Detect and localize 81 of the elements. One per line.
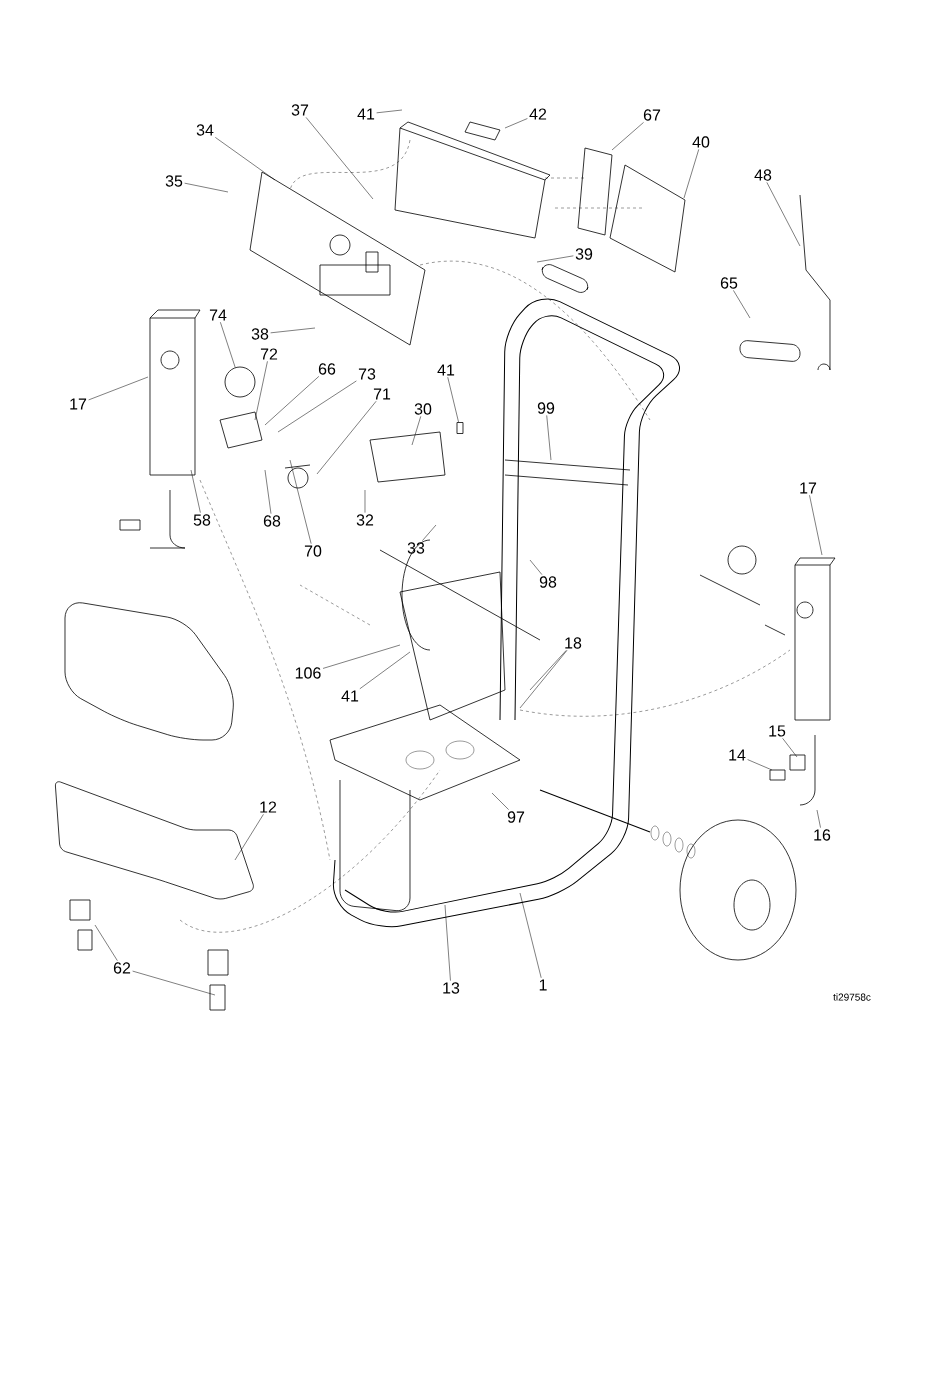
pressure-gauge-drawing: [224, 366, 256, 398]
callout-number: 71: [373, 388, 391, 400]
callout-number: 62: [113, 962, 131, 974]
leader-line: [529, 559, 543, 575]
leader-line: [491, 792, 509, 810]
leader-line: [264, 469, 272, 514]
leader-line: [747, 759, 773, 771]
callout-number: 41: [341, 690, 359, 702]
callout-number: 99: [537, 402, 555, 414]
leader-line: [94, 924, 118, 961]
leader-line: [611, 122, 644, 151]
leader-line: [519, 650, 568, 709]
callout-number: 34: [196, 124, 214, 136]
callout-number: 39: [575, 248, 593, 260]
leader-line: [289, 459, 312, 544]
callout-number: 98: [539, 576, 557, 588]
callout-number: 106: [295, 667, 321, 679]
callout-number: 12: [260, 801, 277, 813]
callout-number: 17: [70, 398, 87, 410]
leader-line: [234, 814, 264, 861]
callout-number: 15: [769, 725, 786, 737]
callout-number: 41: [437, 364, 455, 376]
leader-line: [444, 904, 451, 981]
leader-line: [733, 290, 751, 319]
callout-number: 74: [209, 309, 227, 321]
callout-number: 73: [358, 368, 376, 380]
callout-number: 65: [720, 277, 738, 289]
leader-line: [264, 376, 320, 426]
callout-number: 70: [304, 545, 322, 557]
leader-line: [277, 380, 357, 433]
leader-line: [364, 489, 366, 513]
leader-line: [782, 738, 798, 758]
callout-number: 16: [814, 829, 831, 841]
figure-id: ti29758c: [833, 993, 871, 1001]
callout-number: 48: [754, 169, 772, 181]
callout-number: 30: [414, 403, 432, 415]
callout-number: 97: [507, 811, 525, 823]
callout-number: 68: [263, 515, 281, 527]
leader-line: [683, 149, 699, 199]
callout-number: 18: [565, 637, 582, 649]
callout-number: 72: [260, 348, 278, 360]
leader-line: [816, 809, 821, 828]
leader-line: [359, 651, 411, 690]
callout-number: 14: [729, 749, 746, 761]
callout-number: 41: [357, 108, 375, 120]
callout-number: 37: [291, 104, 309, 116]
callout-number: 17: [800, 482, 817, 494]
callout-number: 42: [529, 108, 547, 120]
callout-number: 1: [539, 979, 547, 991]
leader-line: [132, 970, 216, 996]
leader-line: [766, 182, 801, 247]
leader-line: [376, 109, 403, 114]
leader-line: [536, 255, 574, 263]
callout-number: 38: [251, 328, 269, 340]
callout-number: 40: [692, 136, 710, 148]
leader-line: [529, 650, 567, 691]
callout-number: 67: [643, 109, 661, 121]
leader-line: [220, 321, 236, 368]
leader-line: [254, 361, 268, 421]
leader-line: [546, 415, 552, 461]
leader-line: [809, 494, 823, 556]
leader-line: [519, 892, 542, 979]
leader-line: [190, 469, 201, 513]
leader-line: [184, 182, 229, 193]
leader-line: [447, 376, 459, 423]
leader-line: [88, 376, 149, 401]
leader-line: [270, 327, 316, 334]
leader-line: [316, 400, 377, 475]
leader-line: [504, 118, 528, 129]
callout-number: 66: [318, 363, 336, 375]
screw-drawing: [456, 422, 464, 434]
leader-line: [305, 117, 374, 200]
leader-line: [215, 137, 276, 181]
leader-line: [411, 416, 421, 446]
callout-number: 13: [443, 982, 460, 994]
leader-line: [422, 524, 437, 541]
callout-number: 35: [165, 175, 183, 187]
callout-number: 58: [193, 514, 211, 526]
callout-number: 33: [407, 542, 425, 554]
leader-line: [322, 644, 401, 669]
callout-number: 32: [356, 514, 374, 526]
